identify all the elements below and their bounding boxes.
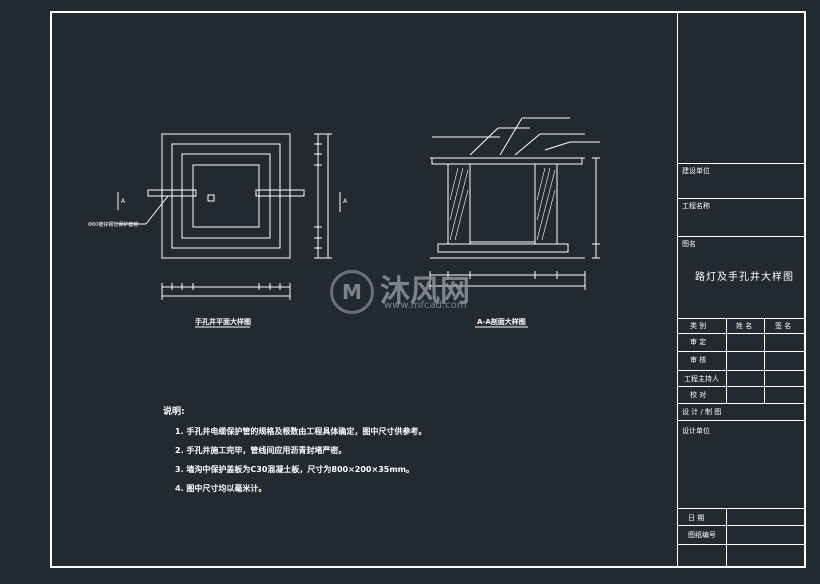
col-signature: 签 名 [775, 322, 792, 330]
title-block: 建设单位 工程名称 图名 类 别 姓 名 签 名 审 定 审 核 工程主持人 校… [677, 13, 805, 566]
note-item: 3. 墙沟中保护盖板为C30混凝土板，尺寸为800×200×35mm。 [175, 465, 415, 474]
drawing-no-label: 图纸编号 [688, 531, 716, 539]
note-item: 2. 手孔井施工完毕，管线间应用沥青封堵严密。 [175, 446, 347, 455]
notes-block: 说明: 1. 手孔井电缆保护管的规格及根数由工程具体确定，图中尺寸供参考。 2.… [163, 403, 426, 498]
section-caption: A-A剖面大样图 [477, 318, 526, 326]
approve-label: 审 定 [690, 338, 707, 346]
section-mark-left: A [121, 198, 126, 205]
watermark-url: www.mfcad.com [384, 300, 467, 311]
review-label: 审 核 [690, 356, 707, 364]
project-name-label: 工程名称 [682, 202, 710, 210]
col-category: 类 别 [690, 322, 707, 330]
drawing-title: 路灯及手孔井大样图 [695, 272, 794, 283]
check-label: 校 对 [690, 391, 707, 399]
design-draw-label: 设 计 / 制 图 [682, 408, 722, 416]
plan-pipe-left [147, 189, 197, 197]
watermark: M 沐风网 www.mfcad.com [330, 270, 470, 314]
notes-title: 说明: [163, 407, 185, 417]
pipe-leader [145, 195, 169, 225]
col-name: 姓 名 [736, 322, 753, 330]
plan-inner-square [192, 164, 260, 228]
drawing-frame [50, 11, 806, 568]
watermark-text: 沐风网 [380, 274, 470, 309]
plan-center-mark [207, 194, 215, 202]
watermark-logo: M [330, 270, 374, 314]
pipe-label: Φ80镀锌钢管保护套管 [88, 222, 139, 228]
plan-caption: 手孔井平面大样图 [195, 318, 251, 326]
note-item: 4. 图中尺寸均以毫米计。 [175, 484, 267, 493]
section-mark-right: A [343, 198, 348, 205]
build-unit-label: 建设单位 [682, 167, 710, 175]
section-base [437, 243, 569, 253]
design-unit-label: 设计单位 [682, 427, 710, 435]
drawing-name-label: 图名 [682, 240, 696, 248]
note-item: 1. 手孔井电缆保护管的规格及根数由工程具体确定，图中尺寸供参考。 [175, 427, 427, 436]
plan-pipe-right [255, 189, 305, 197]
project-lead-label: 工程主持人 [684, 375, 719, 383]
date-label: 日 期 [688, 514, 705, 522]
